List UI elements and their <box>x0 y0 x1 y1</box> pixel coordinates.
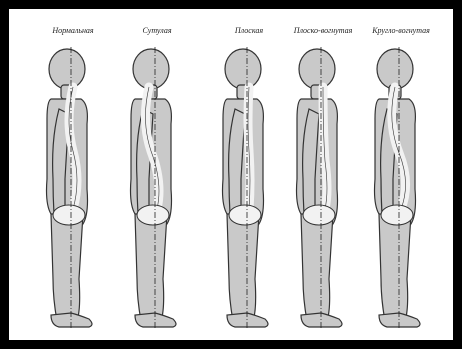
pelvis-shape <box>229 205 261 225</box>
pelvis-shape <box>137 205 169 225</box>
posture-diagram <box>9 9 453 340</box>
figure-flat-concave <box>297 47 343 329</box>
figure-normal <box>47 47 93 329</box>
pelvis-shape <box>303 205 335 225</box>
figure-flat <box>223 47 269 329</box>
spine-curve <box>323 87 327 209</box>
pelvis-shape <box>381 205 413 225</box>
body-silhouette <box>131 49 177 327</box>
figure-stooped <box>131 47 177 329</box>
pelvis-shape <box>53 205 85 225</box>
figure-round-concave <box>375 47 421 329</box>
